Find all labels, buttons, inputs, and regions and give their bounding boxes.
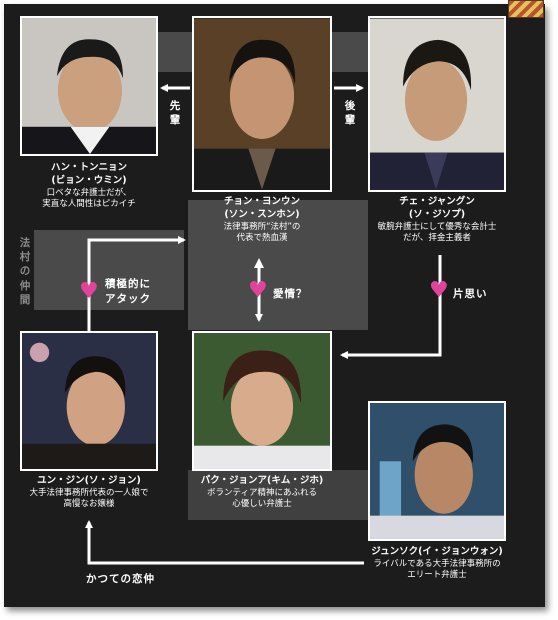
middle-band — [188, 200, 368, 330]
yun-desc-2: 高慢なお嬢様 — [63, 499, 115, 510]
heart-icon: ♥ — [79, 279, 99, 304]
katsute-label: かつての恋仲 — [86, 573, 155, 585]
park-photo — [192, 331, 332, 471]
bottom-band — [188, 470, 368, 520]
arrow-former-lovers — [85, 520, 364, 565]
jun-photo — [368, 401, 506, 541]
yun-label: ユン・ジン(ソ・ジョン) 大手法律事務所代表の一人娘で 高慢なお嬢様 — [10, 475, 168, 511]
heart-icon: ♥ — [429, 278, 449, 303]
chon-name: チョン・ヨンウン — [223, 196, 300, 207]
han-desc-1: 口ベタな弁護士だが、 — [46, 187, 132, 198]
che-name: チェ・ジャングン — [399, 196, 475, 207]
han-desc-2: 実直な人間性はピカイチ — [42, 199, 136, 210]
sekkyoku-label-2: アタック — [105, 293, 151, 305]
jun-name: ジュンソク(イ・ジョンウォン) — [371, 546, 503, 557]
chon-desc-1: 法律事務所“法村”の — [223, 221, 301, 232]
jun-label: ジュンソク(イ・ジョンウォン) ライバルである大手法律事務所の エリート弁護士 — [360, 546, 514, 582]
arrow-kataomoi — [340, 255, 442, 359]
stripe-icon — [508, 0, 544, 18]
chon-photo — [192, 16, 332, 192]
jun-desc-2: エリート弁護士 — [407, 570, 467, 581]
kohai-label: 後輩 — [344, 100, 356, 126]
chon-label: チョン・ヨンウン (ソン・スンホン) 法律事務所“法村”の 代表で熱血漢 — [192, 196, 332, 245]
han-photo — [20, 16, 158, 156]
che-label: チェ・ジャングン (ソ・ジソプ) 敏腕弁護士にして優秀な会計士 だが、拝金主義者 — [362, 196, 512, 245]
park-label: パク・ジョンア(キム・ジホ) ボランティア精神にあふれる 心優しい弁護士 — [187, 475, 337, 511]
aijou-label: 愛情？ — [273, 288, 308, 300]
che-desc-1: 敏腕弁護士にして優秀な会計士 — [377, 221, 497, 232]
sekkyoku-label-1: 積極的に — [105, 278, 151, 290]
group-label: 法村の仲間 — [19, 237, 31, 306]
park-name: パク・ジョンア(キム・ジホ) — [200, 475, 324, 486]
chon-actor: (ソン・スンホン) — [224, 208, 300, 220]
han-label: ハン・トンニョン (ビョン・ウミン) 口ベタな弁護士だが、 実直な人間性はピカイ… — [20, 162, 158, 211]
che-desc-2: だが、拝金主義者 — [403, 233, 471, 244]
yun-name: ユン・ジン(ソ・ジョン) — [37, 475, 141, 486]
heart-icon: ♥ — [248, 278, 268, 303]
chon-desc-2: 代表で熱血漢 — [236, 233, 288, 244]
che-actor: (ソ・ジソプ) — [408, 208, 466, 220]
senpai-label: 先輩 — [169, 100, 181, 126]
left-band — [34, 230, 184, 310]
han-name: ハン・トンニョン — [50, 162, 127, 173]
arrow-attack — [87, 236, 186, 331]
han-actor: (ビョン・ウミン) — [51, 174, 127, 186]
park-desc-2: 心優しい弁護士 — [232, 499, 292, 510]
jun-desc-1: ライバルである大手法律事務所の — [373, 558, 501, 569]
yun-photo — [20, 331, 158, 471]
che-photo — [368, 16, 506, 192]
yun-desc-1: 大手法律事務所代表の一人娘で — [29, 487, 149, 498]
kataomoi-label: 片思い — [453, 288, 488, 300]
park-desc-1: ボランティア精神にあふれる — [207, 487, 317, 498]
